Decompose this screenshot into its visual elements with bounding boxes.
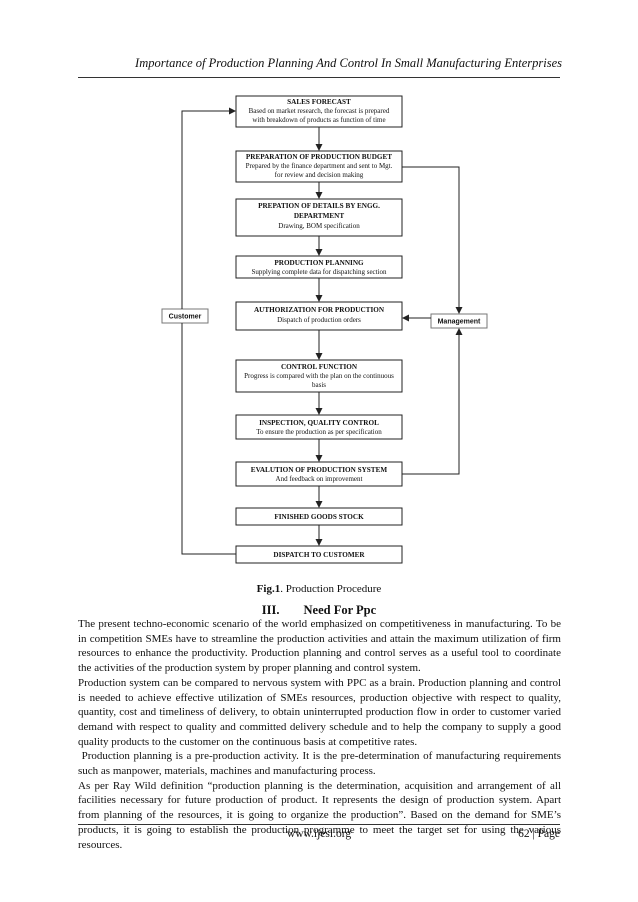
box-title: CONTROL FUNCTION [281,363,358,371]
section-title: Need For Ppc [303,603,377,617]
box-line: Supplying complete data for dispatching … [251,268,387,276]
customer-return-line [181,323,236,555]
footer-rule [78,824,560,825]
box-title: PREPATION OF DETAILS BY ENGG. [258,202,380,210]
box-production-budget: PREPARATION OF PRODUCTION BUDGET Prepare… [235,150,403,183]
section-heading: III. Need For Ppc [0,603,638,618]
customer-to-forecast-line [181,107,236,309]
box-authorization: AUTHORIZATION FOR PRODUCTION Dispatch of… [235,301,403,331]
box-line: with breakdown of products as function o… [252,116,385,124]
box-title: SALES FORECAST [287,98,351,106]
box-title: DEPARTMENT [294,212,345,220]
customer-label: Customer [169,314,202,321]
box-line: Based on market research, the forecast i… [249,107,390,115]
box-evaluation: EVALUTION OF PRODUCTION SYSTEM And feedb… [235,461,403,487]
running-header: Importance of Production Planning And Co… [135,56,562,70]
body-text: The present techno-economic scenario of … [78,617,561,852]
paragraph: As per Ray Wild definition “production p… [78,779,561,851]
box-line: To ensure the production as per specific… [256,428,382,436]
box-line: And feedback on improvement [276,475,363,483]
paragraph: Production system can be compared to ner… [78,676,561,748]
box-dispatch: DISPATCH TO CUSTOMER [235,545,403,564]
box-line: Dispatch of production orders [277,316,361,324]
box-title: AUTHORIZATION FOR PRODUCTION [254,306,385,314]
box-engg-details: PREPATION OF DETAILS BY ENGG. DEPARTMENT… [235,198,403,237]
production-procedure-flowchart: SALES FORECAST Based on market research,… [161,95,488,564]
box-line: Drawing, BOM specification [278,222,360,230]
management-node: Management [430,313,488,329]
box-line: basis [312,381,326,389]
box-sales-forecast: SALES FORECAST Based on market research,… [235,95,403,128]
figure-caption: Fig.1. Production Procedure [0,583,638,595]
box-line: for review and decision making [275,171,364,179]
figure-number: Fig.1 [256,583,281,595]
header-rule [78,77,560,78]
box-line: Progress is compared with the plan on th… [244,372,394,380]
footer-url[interactable]: www.ijesi.org [286,828,352,840]
box-title: DISPATCH TO CUSTOMER [273,551,365,559]
evaluation-to-management-line [402,328,463,475]
management-label: Management [438,319,481,326]
box-finished-goods: FINISHED GOODS STOCK [235,507,403,526]
box-title: EVALUTION OF PRODUCTION SYSTEM [251,466,388,474]
box-line: Prepared by the finance department and s… [246,162,393,170]
budget-to-management-line [402,166,463,314]
paragraph: Production planning is a pre-production … [78,750,564,778]
box-production-planning: PRODUCTION PLANNING Supplying complete d… [235,255,403,279]
box-control-function: CONTROL FUNCTION Progress is compared wi… [235,359,403,393]
paragraph: The present techno-economic scenario of … [78,618,561,675]
box-title: PREPARATION OF PRODUCTION BUDGET [246,153,392,161]
box-title: FINISHED GOODS STOCK [274,513,364,521]
page-number: 62 | Page [518,828,560,840]
box-title: PRODUCTION PLANNING [274,259,364,267]
box-title: INSPECTION, QUALITY CONTROL [259,419,379,427]
box-inspection: INSPECTION, QUALITY CONTROL To ensure th… [235,414,403,440]
section-number: III. [261,603,280,617]
figure-caption-text: . Production Procedure [280,583,382,595]
customer-node: Customer [161,308,209,324]
